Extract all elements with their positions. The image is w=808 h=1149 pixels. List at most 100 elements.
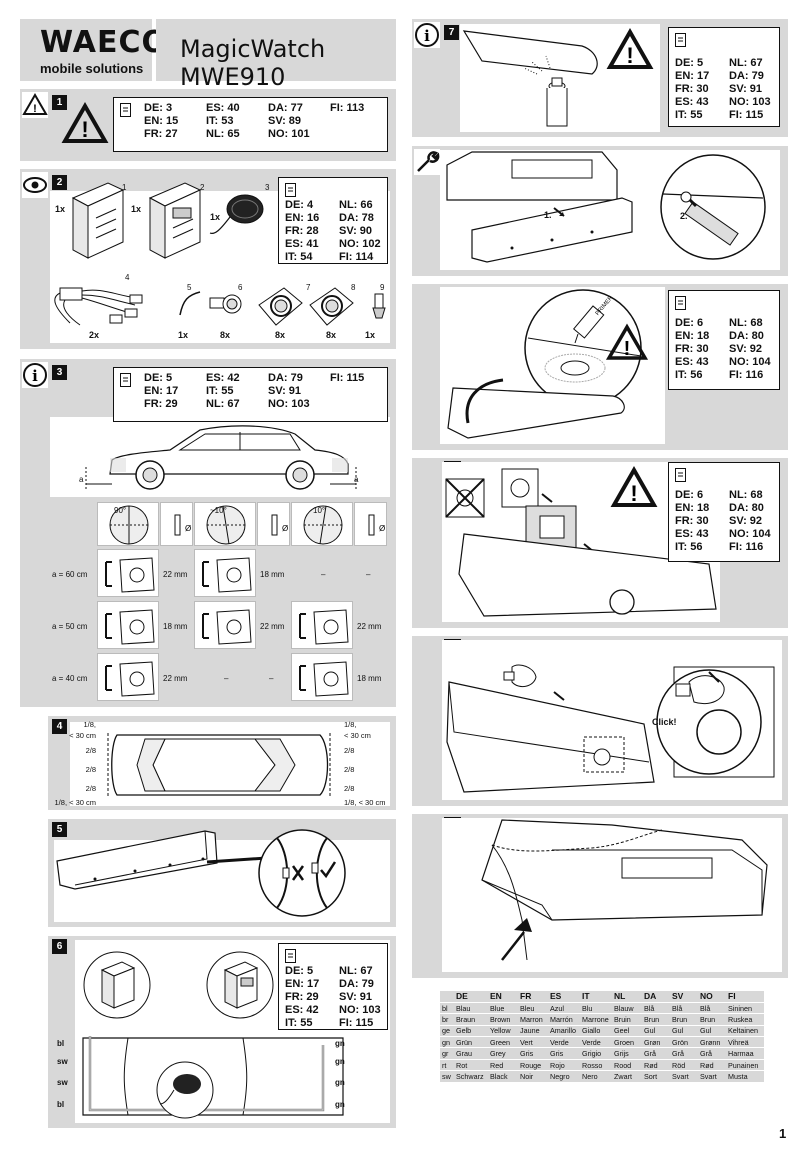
control-unit-1	[71, 182, 125, 259]
svg-text:!: !	[81, 117, 88, 142]
sensor-spacing-label: 1/8, < 30 cm	[54, 798, 96, 807]
table-cell: Rød	[642, 1059, 670, 1072]
table-header-cell: FI	[726, 991, 764, 1003]
table-cell: Brown	[488, 1013, 518, 1026]
page-reference: IT: 54	[285, 251, 313, 263]
table-cell: Blue	[488, 1002, 518, 1015]
page-reference: EN: 18	[675, 502, 710, 514]
table-cell: Bleu	[518, 1002, 548, 1015]
sensor-spacing-label: 2/8	[85, 746, 96, 755]
sensor-mount-cell	[97, 601, 159, 649]
svg-text:Ø: Ø	[282, 524, 288, 533]
drill-size-value: 22 mm	[163, 570, 188, 579]
table-cell: gn	[440, 1036, 454, 1049]
mounting-ring-8	[309, 287, 354, 326]
document-icon	[120, 103, 131, 117]
step1-number: 1	[52, 95, 67, 110]
page-reference: FR: 28	[285, 225, 319, 237]
table-cell: Blå	[698, 1002, 726, 1015]
svg-text:Ø: Ø	[185, 524, 191, 533]
page-reference: SV: 92	[729, 343, 763, 355]
page-reference: FR: 27	[144, 128, 178, 140]
table-cell: Marrone	[580, 1013, 612, 1026]
table-cell: Blauw	[612, 1002, 642, 1015]
table-cell: Groen	[612, 1036, 642, 1049]
table-cell: Blau	[454, 1002, 488, 1015]
item4-qty: 2x	[89, 330, 100, 340]
warning-icon: !	[22, 92, 48, 118]
logo-subtitle: mobile solutions	[40, 61, 144, 76]
document-icon	[675, 468, 686, 482]
table-cell: Sort	[642, 1070, 670, 1083]
bumper-cleaning-drawing	[462, 30, 598, 127]
page-reference: NL: 67	[729, 57, 763, 69]
page-reference: EN: 18	[675, 330, 710, 342]
step8-substep-1: 1.	[544, 210, 552, 220]
table-cell: ge	[440, 1025, 454, 1038]
item7-number: 7	[306, 283, 311, 292]
page-reference: DE: 5	[144, 372, 173, 384]
page-reference: SV: 91	[268, 385, 302, 397]
page-reference: NO: 103	[729, 96, 771, 108]
page-reference: DA: 77	[268, 102, 303, 114]
distance-a-left: a	[79, 475, 84, 484]
cable-tie	[179, 291, 201, 316]
buzzer-callout	[156, 1061, 214, 1119]
sensor-mount-cell	[97, 653, 159, 701]
page-reference	[330, 385, 380, 398]
page-reference: NO: 102	[339, 238, 381, 250]
header-title-panel: MagicWatch MWE910	[156, 19, 396, 91]
item7-qty: 8x	[275, 330, 286, 340]
wire-color-label: gn	[335, 1057, 345, 1066]
click-label: Click!	[652, 717, 677, 727]
table-cell: Grau	[454, 1047, 488, 1060]
page-reference: FI: 113	[330, 102, 365, 114]
empty-cell-dash: –	[366, 570, 371, 579]
table-cell: Keltainen	[726, 1025, 764, 1038]
wire-color-label: gn	[335, 1039, 345, 1048]
table-cell: Rouge	[518, 1059, 548, 1072]
page-reference: DE: 3	[144, 102, 173, 114]
page-reference: FI: 115	[330, 372, 365, 384]
table-cell: Bruin	[612, 1013, 642, 1026]
wire-color-label: bl	[57, 1039, 65, 1048]
table-cell: Brun	[642, 1013, 670, 1026]
empty-cell-dash: –	[224, 674, 229, 683]
table-header-cell: IT	[580, 991, 612, 1003]
page-reference: NO: 103	[339, 1004, 381, 1016]
page-reference: FI: 115	[729, 109, 764, 121]
svg-text:i: i	[424, 27, 430, 45]
page-reference: FI: 116	[729, 541, 764, 553]
item6-number: 6	[238, 283, 243, 292]
drill-bit	[372, 293, 386, 319]
table-cell: Blå	[642, 1002, 670, 1015]
step8-substep-2: 2.	[680, 211, 688, 221]
drill-size-value: 18 mm	[163, 622, 188, 631]
item2-number: 2	[200, 183, 205, 192]
sensor-orientation-detail	[206, 829, 346, 917]
item4-number: 4	[125, 273, 130, 282]
table-cell: Grå	[698, 1047, 726, 1060]
table-cell: Röd	[670, 1059, 698, 1072]
table-cell: Brun	[698, 1013, 726, 1026]
wire-color-label: sw	[57, 1078, 68, 1087]
table-header-cell: FR	[518, 991, 548, 1003]
page-number: 1	[779, 1126, 787, 1141]
page-reference: FR: 30	[675, 343, 709, 355]
table-cell: Yellow	[488, 1025, 518, 1038]
drill-size-value: 22 mm	[260, 622, 285, 631]
page-reference	[330, 128, 380, 141]
table-cell: Rosso	[580, 1059, 612, 1072]
warning-triangle-large-icon: !	[610, 465, 658, 507]
control-unit-callout-2	[206, 951, 274, 1019]
item8-number: 8	[351, 283, 356, 292]
wire-color-label: gn	[335, 1078, 345, 1087]
